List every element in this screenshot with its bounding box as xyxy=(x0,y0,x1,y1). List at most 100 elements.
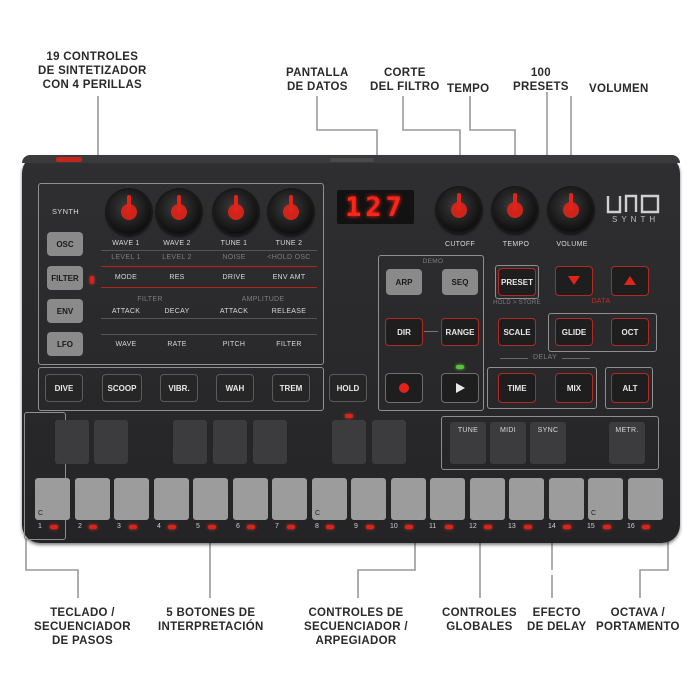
tune-pad[interactable] xyxy=(450,422,486,464)
cutoff-knob[interactable] xyxy=(437,188,481,232)
black-key-6[interactable] xyxy=(332,420,366,464)
param-level2: LEVEL 2 xyxy=(162,254,192,261)
data-up-button[interactable] xyxy=(611,266,649,296)
cutoff-label: CUTOFF xyxy=(444,241,476,248)
step-key-7[interactable] xyxy=(272,478,307,520)
step-key-4[interactable] xyxy=(154,478,189,520)
hold-button[interactable]: HOLD xyxy=(329,374,367,402)
note-c-label-3: C xyxy=(591,510,597,517)
step-key-3[interactable] xyxy=(114,478,149,520)
vibrato-button[interactable]: VIBR. xyxy=(160,374,198,402)
step-number-11: 11 xyxy=(429,523,437,530)
demo-label: DEMO xyxy=(422,258,444,265)
step-led-5 xyxy=(208,525,216,529)
step-number-14: 14 xyxy=(548,523,556,530)
glide-button[interactable]: GLIDE xyxy=(555,318,593,346)
range-button[interactable]: RANGE xyxy=(441,318,479,346)
step-led-13 xyxy=(524,525,532,529)
param-tune2: TUNE 2 xyxy=(275,240,303,247)
preset-button[interactable]: PRESET xyxy=(498,268,536,296)
top-red-tab xyxy=(56,157,82,162)
step-key-8[interactable] xyxy=(312,478,347,520)
param-noise: NOISE xyxy=(222,254,246,261)
oct-button[interactable]: OCT xyxy=(611,318,649,346)
step-key-9[interactable] xyxy=(351,478,386,520)
step-number-4: 4 xyxy=(157,523,161,530)
black-key-3[interactable] xyxy=(173,420,207,464)
osc-divider xyxy=(101,250,317,251)
step-led-15 xyxy=(603,525,611,529)
step-key-11[interactable] xyxy=(430,478,465,520)
synth-label: SYNTH xyxy=(52,207,79,216)
param-drive: DRIVE xyxy=(222,274,246,281)
filter-row-top-line xyxy=(101,266,317,267)
step-key-16[interactable] xyxy=(628,478,663,520)
step-key-1[interactable] xyxy=(35,478,70,520)
param-attack-1: ATTACK xyxy=(111,308,141,315)
tempo-knob[interactable] xyxy=(493,188,537,232)
black-key-2[interactable] xyxy=(94,420,128,464)
step-key-6[interactable] xyxy=(233,478,268,520)
data-down-button[interactable] xyxy=(555,266,593,296)
step-led-4 xyxy=(168,525,176,529)
step-key-13[interactable] xyxy=(509,478,544,520)
param-lfo-pitch: PITCH xyxy=(222,341,246,348)
black-key-1[interactable] xyxy=(55,420,89,464)
arp-button[interactable]: ARP xyxy=(386,269,422,295)
black-key-5[interactable] xyxy=(253,420,287,464)
scoop-button[interactable]: SCOOP xyxy=(102,374,142,402)
play-icon xyxy=(456,383,465,393)
midi-pad[interactable] xyxy=(490,422,526,464)
filter-row-bottom-line xyxy=(101,287,317,288)
synth-knob-1[interactable] xyxy=(107,190,151,234)
param-attack-2: ATTACK xyxy=(219,308,249,315)
param-lfo-filter: FILTER xyxy=(276,341,302,348)
step-key-14[interactable] xyxy=(549,478,584,520)
step-number-13: 13 xyxy=(508,523,516,530)
trem-button[interactable]: TREM xyxy=(272,374,310,402)
mix-button[interactable]: MIX xyxy=(555,373,593,403)
env-divider xyxy=(101,318,317,319)
step-key-5[interactable] xyxy=(193,478,228,520)
lfo-button[interactable]: LFO xyxy=(47,332,83,356)
uno-logo-icon xyxy=(606,194,660,214)
param-lfo-rate: RATE xyxy=(167,341,187,348)
lfo-divider xyxy=(101,334,317,335)
black-key-7[interactable] xyxy=(372,420,406,464)
seq-button[interactable]: SEQ xyxy=(442,269,478,295)
synth-controls-highlight xyxy=(38,183,324,365)
dir-range-connector xyxy=(424,331,438,332)
synth-knob-2[interactable] xyxy=(157,190,201,234)
sync-label: SYNC xyxy=(537,427,559,434)
play-button[interactable] xyxy=(441,373,479,403)
black-key-4[interactable] xyxy=(213,420,247,464)
volume-knob[interactable] xyxy=(549,188,593,232)
alt-button[interactable]: ALT xyxy=(611,373,649,403)
env-amplitude-header: AMPLITUDE xyxy=(241,296,285,303)
sync-pad[interactable] xyxy=(530,422,566,464)
record-button[interactable] xyxy=(385,373,423,403)
metronome-pad[interactable] xyxy=(609,422,645,464)
synth-knob-4[interactable] xyxy=(269,190,313,234)
osc-button[interactable]: OSC xyxy=(47,232,83,256)
tune-label: TUNE xyxy=(457,427,479,434)
step-number-7: 7 xyxy=(275,523,279,530)
dir-button[interactable]: DIR xyxy=(385,318,423,346)
filter-button[interactable]: FILTER xyxy=(47,266,83,290)
step-key-10[interactable] xyxy=(391,478,426,520)
synth-knob-3[interactable] xyxy=(214,190,258,234)
env-button[interactable]: ENV xyxy=(47,299,83,323)
volume-label: VOLUME xyxy=(556,241,588,248)
step-key-12[interactable] xyxy=(470,478,505,520)
dive-button[interactable]: DIVE xyxy=(45,374,83,402)
wah-button[interactable]: WAH xyxy=(216,374,254,402)
step-key-2[interactable] xyxy=(75,478,110,520)
time-button[interactable]: TIME xyxy=(498,373,536,403)
scale-button[interactable]: SCALE xyxy=(498,318,536,346)
step-led-9 xyxy=(366,525,374,529)
step-key-15[interactable] xyxy=(588,478,623,520)
